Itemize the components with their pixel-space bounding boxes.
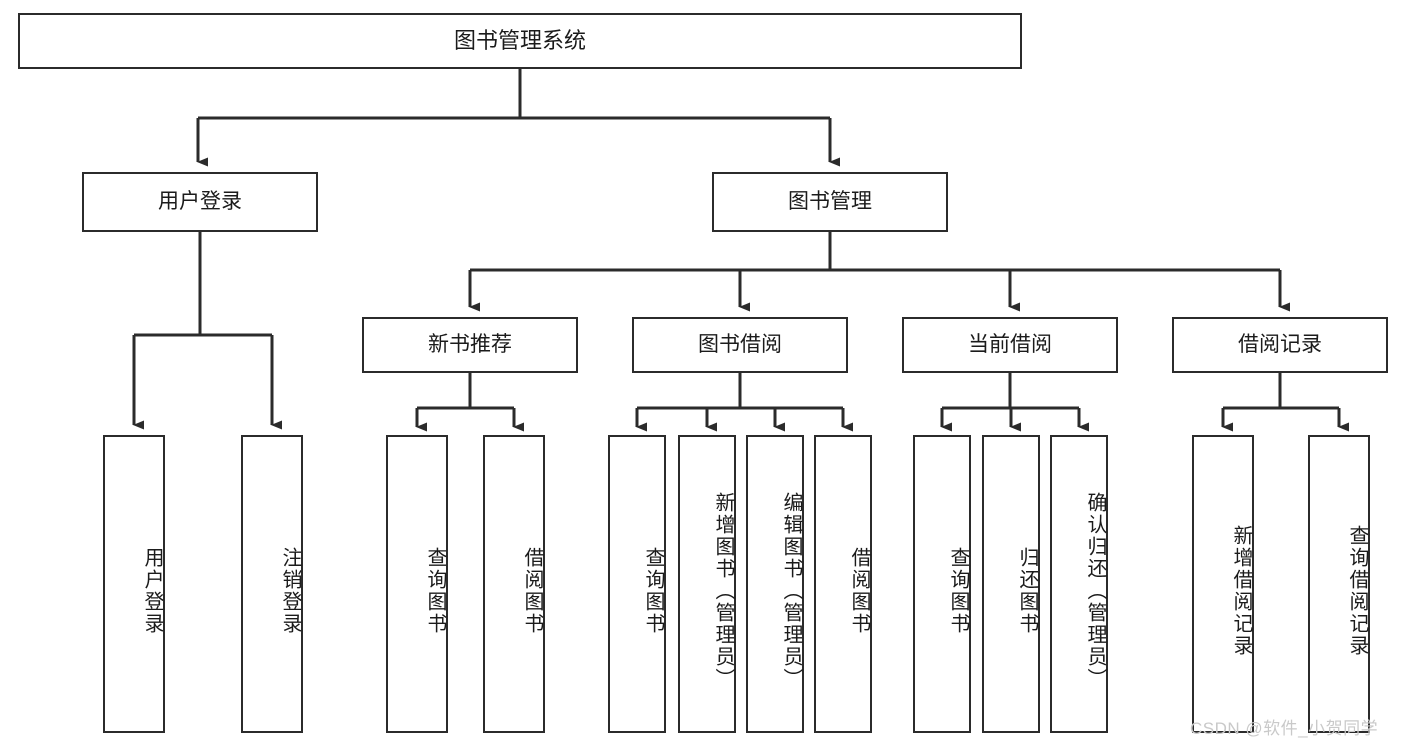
- node-leaf-query-book-current-label: 查询图书: [947, 547, 969, 635]
- node-root-label: 图书管理系统: [453, 28, 586, 54]
- node-new-book-recommend[interactable]: 新书推荐: [362, 317, 578, 373]
- node-borrow-record[interactable]: 借阅记录: [1172, 317, 1388, 373]
- node-leaf-query-book-current[interactable]: 查询图书: [913, 435, 971, 733]
- node-leaf-user-login[interactable]: 用户登录: [103, 435, 165, 733]
- node-leaf-query-book-recommend-label: 查询图书: [424, 547, 446, 635]
- node-leaf-query-book-borrow-label: 查询图书: [642, 547, 664, 635]
- node-leaf-return-book[interactable]: 归还图书: [982, 435, 1040, 733]
- node-leaf-borrow-book[interactable]: 借阅图书: [814, 435, 872, 733]
- node-leaf-logout[interactable]: 注销登录: [241, 435, 303, 733]
- node-leaf-add-book-label: 新增图书（管理员）: [712, 492, 734, 690]
- node-leaf-borrow-book-recommend[interactable]: 借阅图书: [483, 435, 545, 733]
- node-leaf-user-login-label: 用户登录: [141, 547, 163, 635]
- node-leaf-edit-book[interactable]: 编辑图书（管理员）: [746, 435, 804, 733]
- node-leaf-add-borrow-record[interactable]: 新增借阅记录: [1192, 435, 1254, 733]
- node-leaf-query-book-borrow[interactable]: 查询图书: [608, 435, 666, 733]
- node-book-management-label: 图书管理: [788, 189, 872, 213]
- node-current-borrow-label: 当前借阅: [968, 332, 1052, 356]
- node-leaf-query-book-recommend[interactable]: 查询图书: [386, 435, 448, 733]
- node-book-management[interactable]: 图书管理: [712, 172, 948, 232]
- node-book-borrow[interactable]: 图书借阅: [632, 317, 848, 373]
- node-leaf-add-book[interactable]: 新增图书（管理员）: [678, 435, 736, 733]
- node-leaf-edit-book-label: 编辑图书（管理员）: [780, 492, 802, 690]
- node-current-borrow[interactable]: 当前借阅: [902, 317, 1118, 373]
- node-new-book-recommend-label: 新书推荐: [428, 332, 512, 356]
- node-leaf-confirm-return-label: 确认归还（管理员）: [1084, 492, 1106, 690]
- node-leaf-borrow-book-recommend-label: 借阅图书: [521, 547, 543, 635]
- node-root[interactable]: 图书管理系统: [18, 13, 1022, 69]
- node-borrow-record-label: 借阅记录: [1238, 332, 1322, 356]
- node-leaf-logout-label: 注销登录: [279, 547, 301, 635]
- node-user-login-label: 用户登录: [158, 189, 242, 213]
- node-leaf-return-book-label: 归还图书: [1016, 547, 1038, 635]
- node-leaf-query-borrow-record[interactable]: 查询借阅记录: [1308, 435, 1370, 733]
- node-leaf-query-borrow-record-label: 查询借阅记录: [1346, 525, 1368, 657]
- node-leaf-confirm-return[interactable]: 确认归还（管理员）: [1050, 435, 1108, 733]
- node-leaf-borrow-book-label: 借阅图书: [848, 547, 870, 635]
- node-book-borrow-label: 图书借阅: [698, 332, 782, 356]
- node-user-login[interactable]: 用户登录: [82, 172, 318, 232]
- node-leaf-add-borrow-record-label: 新增借阅记录: [1230, 525, 1252, 657]
